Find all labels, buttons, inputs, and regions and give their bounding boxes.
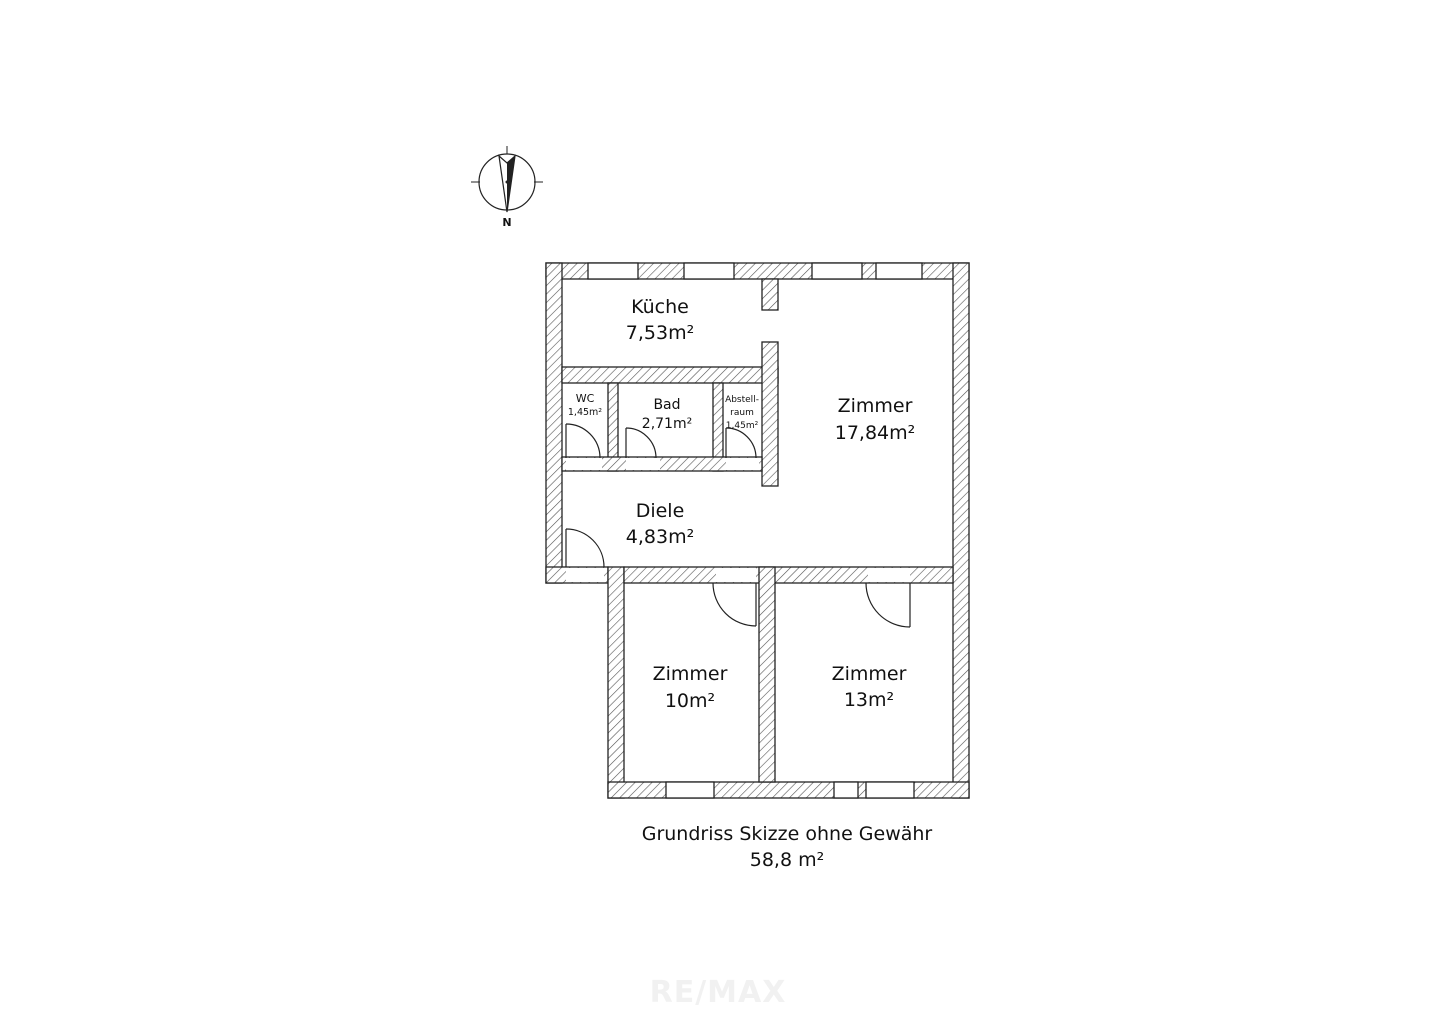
room-name: Bad [653, 397, 680, 413]
door-entrance [565, 528, 605, 568]
compass-icon: N [471, 146, 543, 229]
door-wc [565, 423, 601, 459]
room-zimmer-main: Zimmer 17,84m² [835, 395, 916, 444]
windows [587, 262, 923, 799]
room-name: WC [576, 392, 595, 405]
room-name: Zimmer [838, 395, 913, 417]
window [875, 262, 923, 280]
room-name-line1: Abstell- [725, 395, 759, 405]
door-zimmer-small [712, 582, 757, 627]
room-name-line2: raum [730, 408, 754, 418]
room-area: 7,53m² [626, 322, 694, 344]
wall-lower-divider [758, 566, 776, 783]
room-area: 13m² [844, 689, 894, 711]
walls [545, 262, 970, 799]
window [683, 262, 735, 280]
wall-east [952, 262, 970, 799]
remax-watermark: RE/MAX [650, 975, 787, 1010]
room-area: 1,45m² [568, 407, 602, 418]
room-bad: Bad 2,71m² [642, 397, 692, 432]
room-zimmer-small: Zimmer 10m² [653, 663, 728, 712]
wall-west [545, 262, 563, 584]
door-gaps [566, 458, 910, 582]
wall-kitchen-south [561, 366, 779, 384]
wall-zimmer-west [761, 341, 779, 487]
window [811, 262, 863, 280]
door-abstellraum [725, 427, 757, 459]
door-zimmer-mid [865, 582, 911, 628]
room-area: 17,84m² [835, 422, 916, 444]
room-name: Zimmer [832, 663, 907, 685]
room-area: 10m² [665, 690, 715, 712]
plan-total-area: 58,8 m² [750, 849, 824, 871]
window [865, 781, 915, 799]
wall-kitchen-stub [761, 278, 779, 311]
wall-west-lower [607, 566, 625, 799]
door-bad [625, 427, 657, 459]
doors [565, 423, 911, 628]
window [665, 781, 715, 799]
room-name: Zimmer [653, 663, 728, 685]
window [833, 781, 859, 799]
wall-service-south [561, 456, 763, 472]
room-zimmer-mid: Zimmer 13m² [832, 663, 907, 711]
room-area: 4,83m² [626, 526, 694, 548]
room-diele: Diele 4,83m² [626, 500, 694, 548]
room-area: 2,71m² [642, 416, 692, 432]
room-kueche: Küche 7,53m² [626, 296, 694, 344]
window [587, 262, 639, 280]
room-area: 1,45m² [726, 421, 759, 431]
room-abstellraum: Abstell- raum 1,45m² [725, 395, 759, 431]
room-name: Küche [631, 296, 689, 318]
room-name: Diele [636, 500, 685, 522]
compass-north-label: N [502, 216, 511, 229]
room-wc: WC 1,45m² [568, 392, 602, 418]
wall-south [607, 781, 970, 799]
plan-caption: Grundriss Skizze ohne Gewähr [642, 823, 933, 845]
